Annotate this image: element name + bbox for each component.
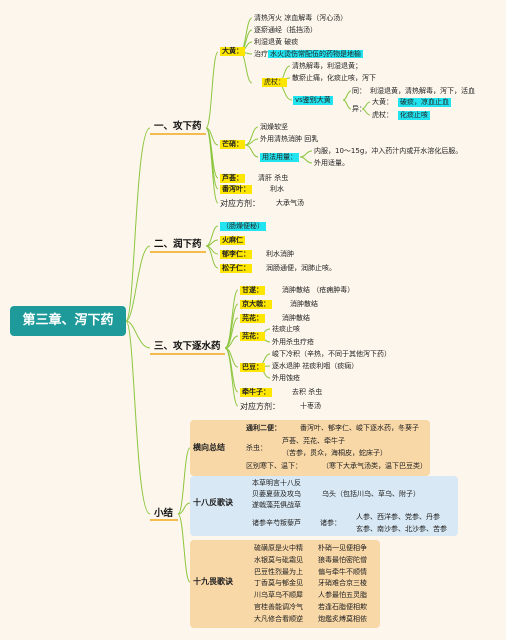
luhui-label[interactable]: 芦荟： xyxy=(220,174,245,183)
nineteen-box xyxy=(190,540,380,628)
shen-label: 诸参： xyxy=(320,519,341,527)
eighteen-box xyxy=(190,476,458,536)
dahuang-item: 清热泻火 凉血解毒（泻心汤） xyxy=(254,14,348,22)
eighteen-title[interactable]: 十八反歌诀 xyxy=(193,498,233,507)
nineteen-right-line: 牙硝难合京三棱 xyxy=(318,579,367,588)
hanwen-label: 区别寒下、温下： xyxy=(246,462,302,470)
mangxiao-item: 外用清热消肿 回乳 xyxy=(260,135,319,143)
nineteen-left-line: 官桂善能调冷气 xyxy=(254,603,303,611)
usage-item: 外用适量。 xyxy=(314,159,349,167)
horizontal-summary-title[interactable]: 横向总结 xyxy=(193,443,225,452)
usage-label[interactable]: 用法用量： xyxy=(260,153,299,162)
nineteen-left-line: 丁香莫与郁金见 xyxy=(254,579,303,588)
yuanhua2-item: 祛痰止咳 xyxy=(272,325,300,333)
root-node[interactable]: 第三章、泻下药 xyxy=(10,306,126,336)
gansui-text: 消肿散结 （疮痈肿毒） xyxy=(282,286,355,294)
nineteen-left-line: 大凡修合看顺逆 xyxy=(254,614,303,623)
shen-item: 人参、西洋参、党参、丹参 xyxy=(356,513,440,521)
fanxieye-text: 利水 xyxy=(270,185,284,193)
mangxiao-label[interactable]: 芒硝： xyxy=(220,140,245,149)
yuliren-label[interactable]: 郁李仁： xyxy=(220,250,252,259)
huzhang-item: 散瘀止痛，化痰止咳，泻下 xyxy=(292,74,376,82)
eighteen-line: 贝蒌夏蔹及攻乌 xyxy=(252,490,301,498)
badou-item: 逐水退肿 祛痰利咽（痰痫） xyxy=(272,362,359,370)
nineteen-left-line: 水银莫与砒霜见 xyxy=(254,555,303,564)
qianniuzi-text: 去积 杀虫 xyxy=(292,388,323,396)
qianniuzi-label[interactable]: 牵牛子： xyxy=(240,388,272,397)
yi-dahuang-text: 破痰，凉血止血 xyxy=(398,98,451,107)
shen-line: 诸参辛芍叛藜芦 xyxy=(252,519,301,527)
shen-item: 玄参、南沙参、北沙参、苦参 xyxy=(356,525,447,533)
section-3-title[interactable]: 三、攻下逐水药 xyxy=(154,341,221,352)
vs-compare-label[interactable]: vs鉴别大黄 xyxy=(293,96,333,105)
tong-text: 利湿退黄，清热解毒，泻下，活血 xyxy=(370,87,475,95)
nineteen-right-line: 朴硝一见便相争 xyxy=(318,544,367,552)
huzhang-label[interactable]: 虎杖： xyxy=(262,78,287,87)
yuanhua2-item: 外用杀虫疗疮 xyxy=(272,338,314,346)
wutou-text: 乌头（包括川乌、草乌、附子） xyxy=(322,490,420,498)
highlight-note: 水火烫伤常配伍的药物是地榆 xyxy=(268,50,363,58)
shachong-item: 芦荟、芫花、牵牛子 xyxy=(282,437,345,445)
yi-huzhang-label: 虎杖： xyxy=(372,111,393,119)
eighteen-line: 本草明言十八反 xyxy=(252,479,301,487)
shachong-label: 杀虫： xyxy=(246,444,267,452)
nineteen-left-line: 硫磺原是火中精 xyxy=(254,544,303,552)
huzhang-item: 清热解毒，利湿退黄； xyxy=(292,62,362,70)
nineteen-right-line: 狼毒最怕密陀僧 xyxy=(318,555,367,564)
eighteen-line: 遂戟藻芫俱战草 xyxy=(252,501,301,509)
section-1-title[interactable]: 一、攻下药 xyxy=(154,121,202,132)
tongli-text: 番泻叶、郁李仁、峻下逐水药，冬葵子 xyxy=(300,424,419,432)
formula-label: 对应方剂： xyxy=(220,199,260,208)
nineteen-right-line: 炮爁炙煿莫相依 xyxy=(318,614,367,623)
section-2-title[interactable]: 二、润下药 xyxy=(154,239,202,250)
badou-item: 峻下冷积（辛热，不同于其他泻下药） xyxy=(272,350,391,358)
nineteen-left-line: 川乌草乌不顺犀 xyxy=(254,591,303,600)
formula-text-3: 十枣汤 xyxy=(300,402,321,410)
nineteen-left-line: 巴豆性烈最为上 xyxy=(254,567,303,576)
yuanhua-text: 消肿散结 xyxy=(282,314,310,322)
yi-label: 异： xyxy=(352,105,366,113)
usage-item: 内服，10～15g，冲入药汁内或开水溶化后服。 xyxy=(314,147,463,155)
luhui-text: 清肝 杀虫 xyxy=(258,174,289,182)
jingdaji-text: 消肿散结 xyxy=(290,300,318,308)
summary-title[interactable]: 小结 xyxy=(154,508,174,519)
songziren-text: 润肠通便，润肺止咳。 xyxy=(266,264,336,272)
dahuang-item: 利湿退黄 破痰 xyxy=(254,38,299,46)
horizontal-summary-box xyxy=(190,420,430,476)
yuliren-text: 利水消肿 xyxy=(266,250,294,258)
nineteen-title[interactable]: 十九畏歌诀 xyxy=(193,577,233,586)
nineteen-right-line: 偏与牵牛不顺情 xyxy=(318,567,367,576)
badou-label[interactable]: 巴豆： xyxy=(240,363,265,372)
formula-text: 大承气汤 xyxy=(276,199,304,207)
songziren-label[interactable]: 松子仁： xyxy=(220,264,252,273)
sec2-note: （肠燥便秘） xyxy=(220,222,266,231)
hanwen-text: （寒下大承气汤类，温下巴豆类） xyxy=(322,462,427,470)
nineteen-right-line: 若逢石脂便相欺 xyxy=(318,603,367,611)
yuanhua-label[interactable]: 芫花： xyxy=(240,314,265,323)
dahuang-label[interactable]: 大黄： xyxy=(220,47,245,56)
nineteen-right-line: 人参最怕五灵脂 xyxy=(318,591,367,600)
shachong-item: （苦参，贯众，海桐皮，蛇床子） xyxy=(282,449,387,457)
fanxieye-label[interactable]: 番泻叶： xyxy=(220,185,252,194)
jingdaji-label[interactable]: 京大戟： xyxy=(240,300,272,309)
huomaren-label[interactable]: 火麻仁 xyxy=(220,236,245,245)
tongli-label: 通利二便： xyxy=(246,424,281,432)
formula-label-3: 对应方剂： xyxy=(240,402,280,411)
dahuang-item: 治疗水火烫伤常配伍的药物是地榆 xyxy=(254,50,363,58)
yi-huzhang-text: 化痰止咳 xyxy=(398,111,430,120)
gansui-label[interactable]: 甘遂： xyxy=(240,286,265,295)
mangxiao-item: 润燥软坚 xyxy=(260,123,288,131)
dahuang-item: 逐瘀通经（抵挡汤） xyxy=(254,26,317,34)
badou-item: 外用蚀疮 xyxy=(272,374,300,382)
tong-label: 同： xyxy=(352,87,366,95)
yi-dahuang-label: 大黄： xyxy=(372,98,393,106)
yuanhua2-label[interactable]: 芫花： xyxy=(240,332,265,341)
